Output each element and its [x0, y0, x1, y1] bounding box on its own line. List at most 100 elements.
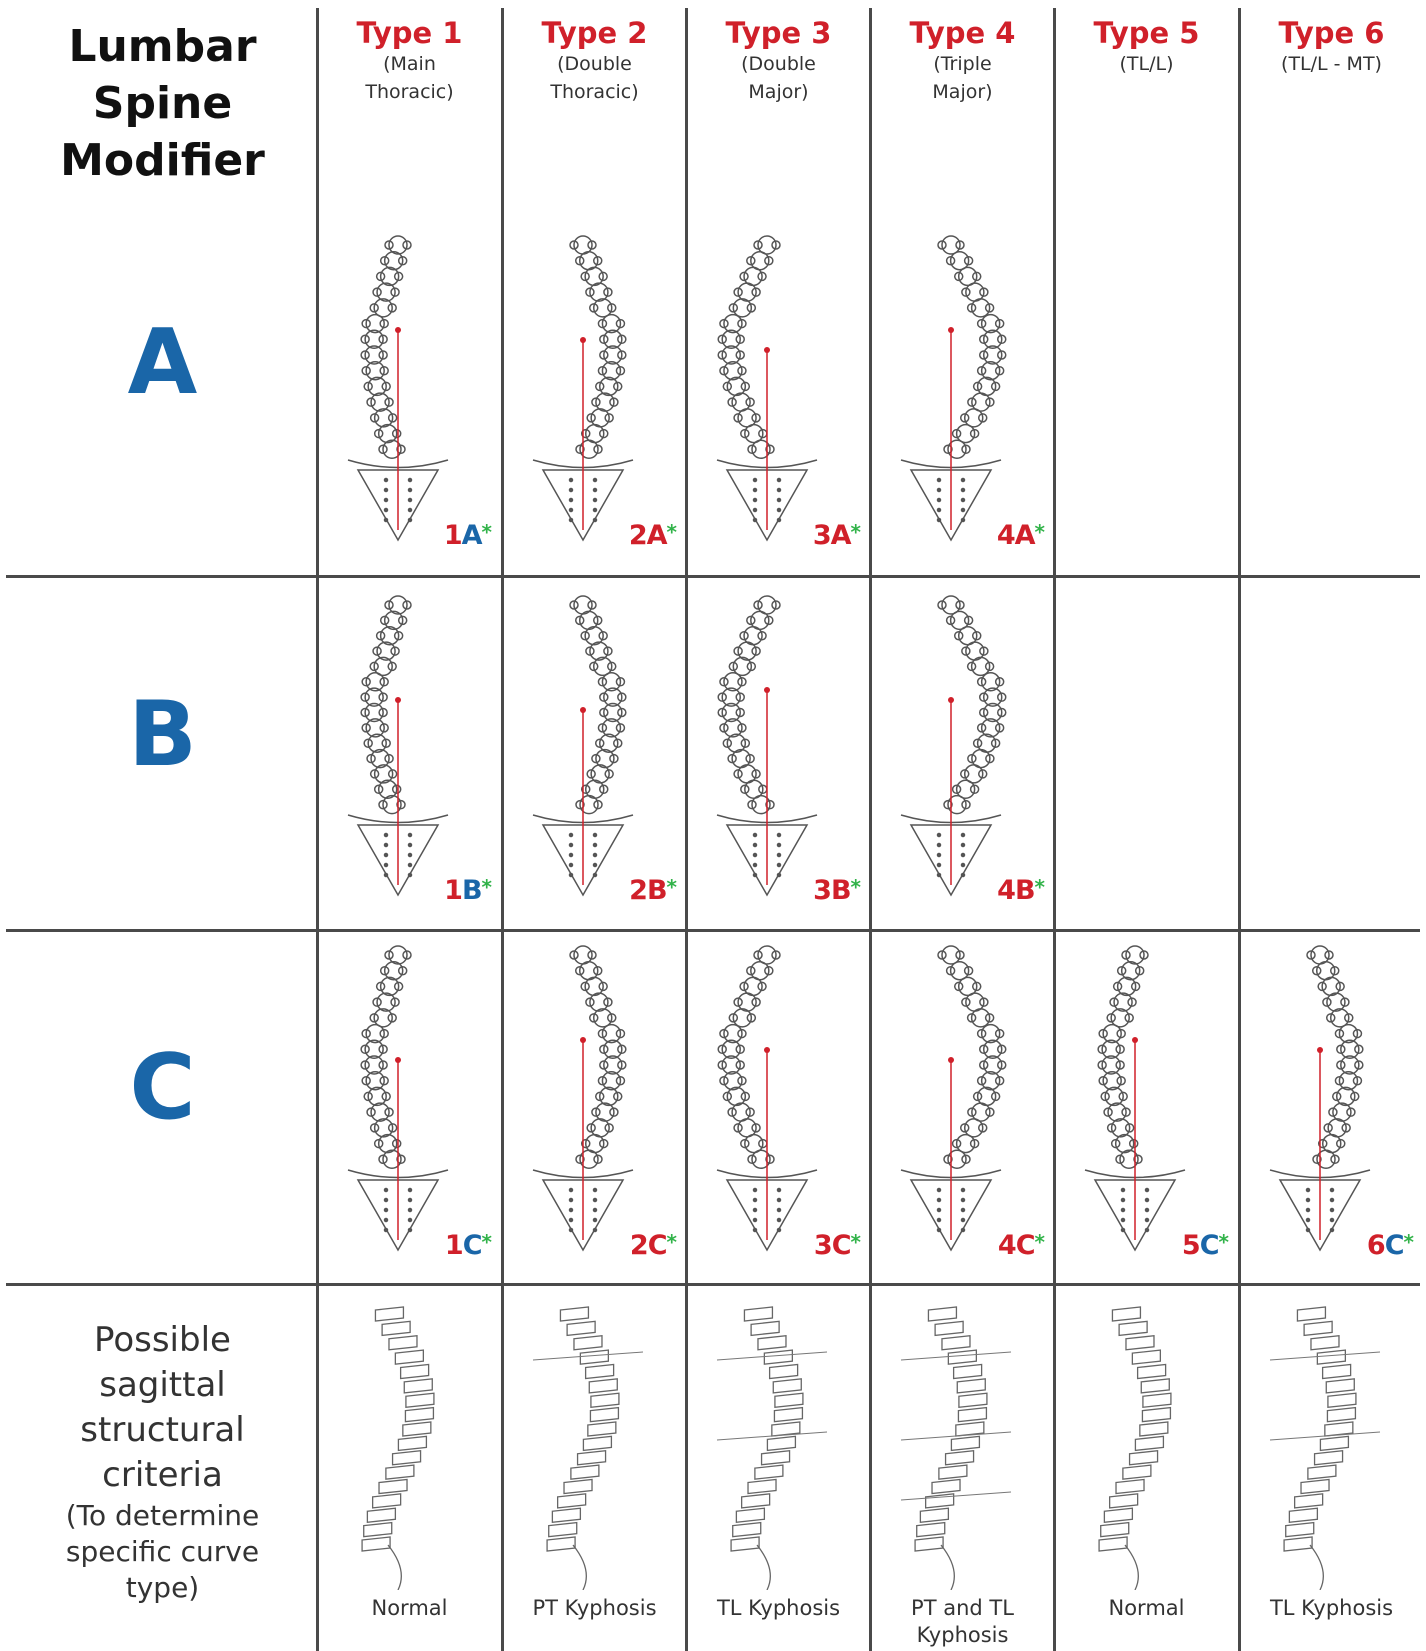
type-6-header: Type 6 (TL/L - MT) — [1240, 16, 1423, 78]
coronal-spine-illustration — [900, 945, 1007, 1252]
grid-line-vertical — [685, 8, 688, 1651]
type-label: Type 6 — [1278, 16, 1385, 50]
grid-line-vertical — [1238, 8, 1241, 1651]
cell-3c: 3C* — [687, 940, 870, 1280]
sagittal-caption: Normal — [1108, 1596, 1185, 1620]
type-subtitle: (Triple Major) — [932, 53, 993, 103]
sagittal-spine-illustration — [361, 1306, 435, 1590]
grid-line-vertical — [869, 8, 872, 1651]
sagittal-cell-5 — [1055, 1300, 1238, 1590]
curve-code-2b: 2B* — [629, 875, 677, 906]
sagittal-spine-illustration — [716, 1306, 828, 1590]
modifier-letter-b: B — [128, 682, 197, 787]
note-line: type) — [125, 1571, 200, 1604]
sagittal-cell-1 — [318, 1300, 501, 1590]
type-label: Type 3 — [725, 16, 832, 50]
type-label: Type 4 — [909, 16, 1016, 50]
type-label: Type 5 — [1093, 16, 1200, 50]
curve-code-2a: 2A* — [628, 520, 677, 551]
coronal-spine-illustration — [716, 945, 818, 1252]
type-label: Type 2 — [541, 16, 648, 50]
type-1-header: Type 1 (Main Thoracic) — [318, 16, 501, 106]
type-4-header: Type 4 (Triple Major) — [871, 16, 1054, 106]
cell-2c: 2C* — [503, 940, 686, 1280]
curve-code-3a: 3A* — [812, 520, 861, 551]
title-line: Spine — [92, 78, 233, 129]
curve-code-3b: 3B* — [813, 875, 861, 906]
title-line: Lumbar — [68, 21, 257, 72]
label-line: structural — [80, 1410, 245, 1450]
type-2-header: Type 2 (Double Thoracic) — [503, 16, 686, 106]
curve-code-1c: 1C* — [444, 1230, 492, 1261]
coronal-spine-illustration — [532, 235, 634, 542]
curve-code-4a: 4A* — [996, 520, 1045, 551]
coronal-spine-illustration — [716, 595, 818, 897]
sagittal-cell-2 — [503, 1300, 686, 1590]
cell-5c: 5C* — [1055, 940, 1238, 1280]
coronal-spine-illustration — [532, 945, 634, 1252]
curve-code-4c: 4C* — [997, 1230, 1045, 1261]
sagittal-cell-3 — [687, 1300, 870, 1590]
sagittal-caption: TL Kyphosis — [1269, 1596, 1394, 1620]
sagittal-cell-6 — [1240, 1300, 1423, 1590]
grid-line-vertical — [501, 8, 504, 1651]
sagittal-spine-illustration — [1098, 1306, 1172, 1590]
sagittal-caption: Normal — [371, 1596, 448, 1620]
type-subtitle: (Double Thoracic) — [550, 53, 639, 103]
cell-3b: 3B* — [687, 590, 870, 925]
coronal-spine-illustration — [900, 595, 1007, 897]
curve-code-4b: 4B* — [997, 875, 1045, 906]
sagittal-criteria-label: Possible sagittal structural criteria — [30, 1318, 295, 1498]
coronal-spine-illustration — [716, 235, 818, 542]
coronal-spine-illustration — [900, 235, 1007, 542]
sagittal-spine-illustration — [900, 1306, 1012, 1590]
coronal-spine-illustration — [347, 945, 449, 1252]
cell-1a: 1A* — [318, 230, 501, 570]
curve-code-3c: 3C* — [813, 1230, 861, 1261]
coronal-spine-illustration — [1084, 945, 1186, 1252]
coronal-spine-illustration — [347, 595, 449, 897]
title-line: Modifier — [60, 135, 265, 186]
type-subtitle: (TL/L) — [1119, 53, 1174, 75]
lumbar-spine-modifier-title: Lumbar Spine Modifier — [30, 18, 295, 189]
curve-code-1b: 1B* — [444, 875, 492, 906]
grid-line-horizontal — [6, 1283, 1420, 1286]
cell-4b: 4B* — [871, 590, 1054, 925]
grid-line-vertical — [1053, 8, 1056, 1651]
type-subtitle: (Double Major) — [741, 53, 816, 103]
cell-1c: 1C* — [318, 940, 501, 1280]
type-5-header: Type 5 (TL/L) — [1055, 16, 1238, 78]
type-subtitle: (TL/L - MT) — [1281, 53, 1382, 75]
sagittal-spine-illustration — [1269, 1306, 1381, 1590]
grid-line-horizontal — [6, 575, 1420, 578]
cell-2a: 2A* — [503, 230, 686, 570]
sagittal-criteria-note: (To determine specific curve type) — [30, 1498, 295, 1606]
cell-4a: 4A* — [871, 230, 1054, 570]
sagittal-caption: TL Kyphosis — [716, 1596, 841, 1620]
sagittal-caption: PT Kyphosis — [532, 1596, 657, 1620]
grid-line-vertical — [316, 8, 319, 1651]
note-line: (To determine — [65, 1499, 260, 1532]
curve-code-6c: 6C* — [1366, 1230, 1414, 1261]
sagittal-spine-illustration — [532, 1306, 644, 1590]
coronal-spine-illustration — [347, 235, 449, 542]
note-line: specific curve — [65, 1535, 260, 1568]
curve-code-5c: 5C* — [1181, 1230, 1229, 1261]
cell-4c: 4C* — [871, 940, 1054, 1280]
cell-1b: 1B* — [318, 590, 501, 925]
curve-code-2c: 2C* — [629, 1230, 677, 1261]
label-line: criteria — [102, 1455, 223, 1495]
type-subtitle: (Main Thoracic) — [365, 53, 454, 103]
curve-code-1a: 1A* — [443, 520, 492, 551]
label-line: sagittal — [99, 1365, 226, 1405]
coronal-spine-illustration — [532, 595, 634, 897]
cell-6c: 6C* — [1240, 940, 1423, 1280]
type-label: Type 1 — [356, 16, 463, 50]
sagittal-cell-4 — [871, 1300, 1054, 1590]
sagittal-caption: PT and TL Kyphosis — [911, 1596, 1014, 1647]
type-3-header: Type 3 (Double Major) — [687, 16, 870, 106]
modifier-letter-c: C — [129, 1035, 196, 1140]
cell-2b: 2B* — [503, 590, 686, 925]
label-line: Possible — [94, 1320, 231, 1360]
cell-3a: 3A* — [687, 230, 870, 570]
